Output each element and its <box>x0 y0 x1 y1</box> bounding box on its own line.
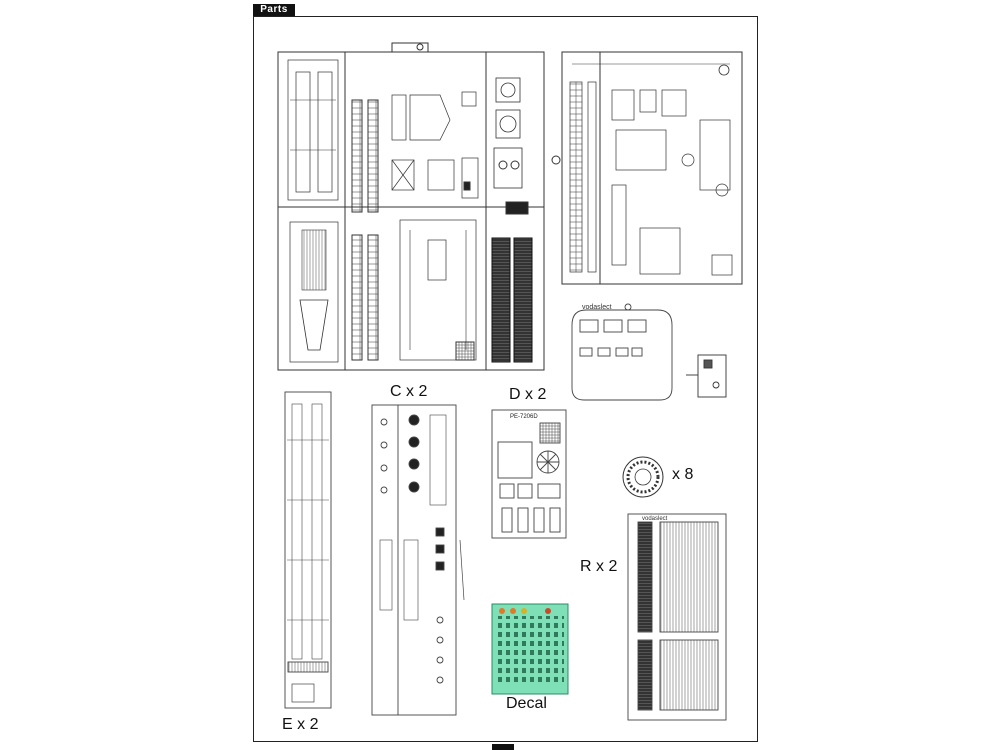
decal-sheet <box>491 603 569 695</box>
page-frame <box>253 16 758 742</box>
label-sprue-d: D x 2 <box>509 386 547 403</box>
sprue-e <box>284 391 332 709</box>
label-wheel-count: x 8 <box>672 466 694 483</box>
label-sprue-e: E x 2 <box>282 716 319 733</box>
brand-mark-clear: vodaslect <box>582 304 612 311</box>
sprue-clear-parts <box>571 303 673 401</box>
label-decal: Decal <box>506 695 547 712</box>
footer-marker <box>492 744 514 750</box>
label-sprue-r: R x 2 <box>580 558 618 575</box>
sprue-c <box>371 404 465 716</box>
photo-etch-d <box>491 409 567 539</box>
sprue-main <box>277 42 561 371</box>
sprue-top-right <box>561 51 743 285</box>
small-part <box>686 354 727 398</box>
road-wheel <box>622 456 664 498</box>
sprue-r <box>627 513 727 721</box>
label-sprue-c: C x 2 <box>390 383 428 400</box>
section-tab: Parts <box>253 4 295 16</box>
brand-mark-r: vodaslect <box>642 516 668 522</box>
pe-code: PE-7206D <box>510 414 538 420</box>
